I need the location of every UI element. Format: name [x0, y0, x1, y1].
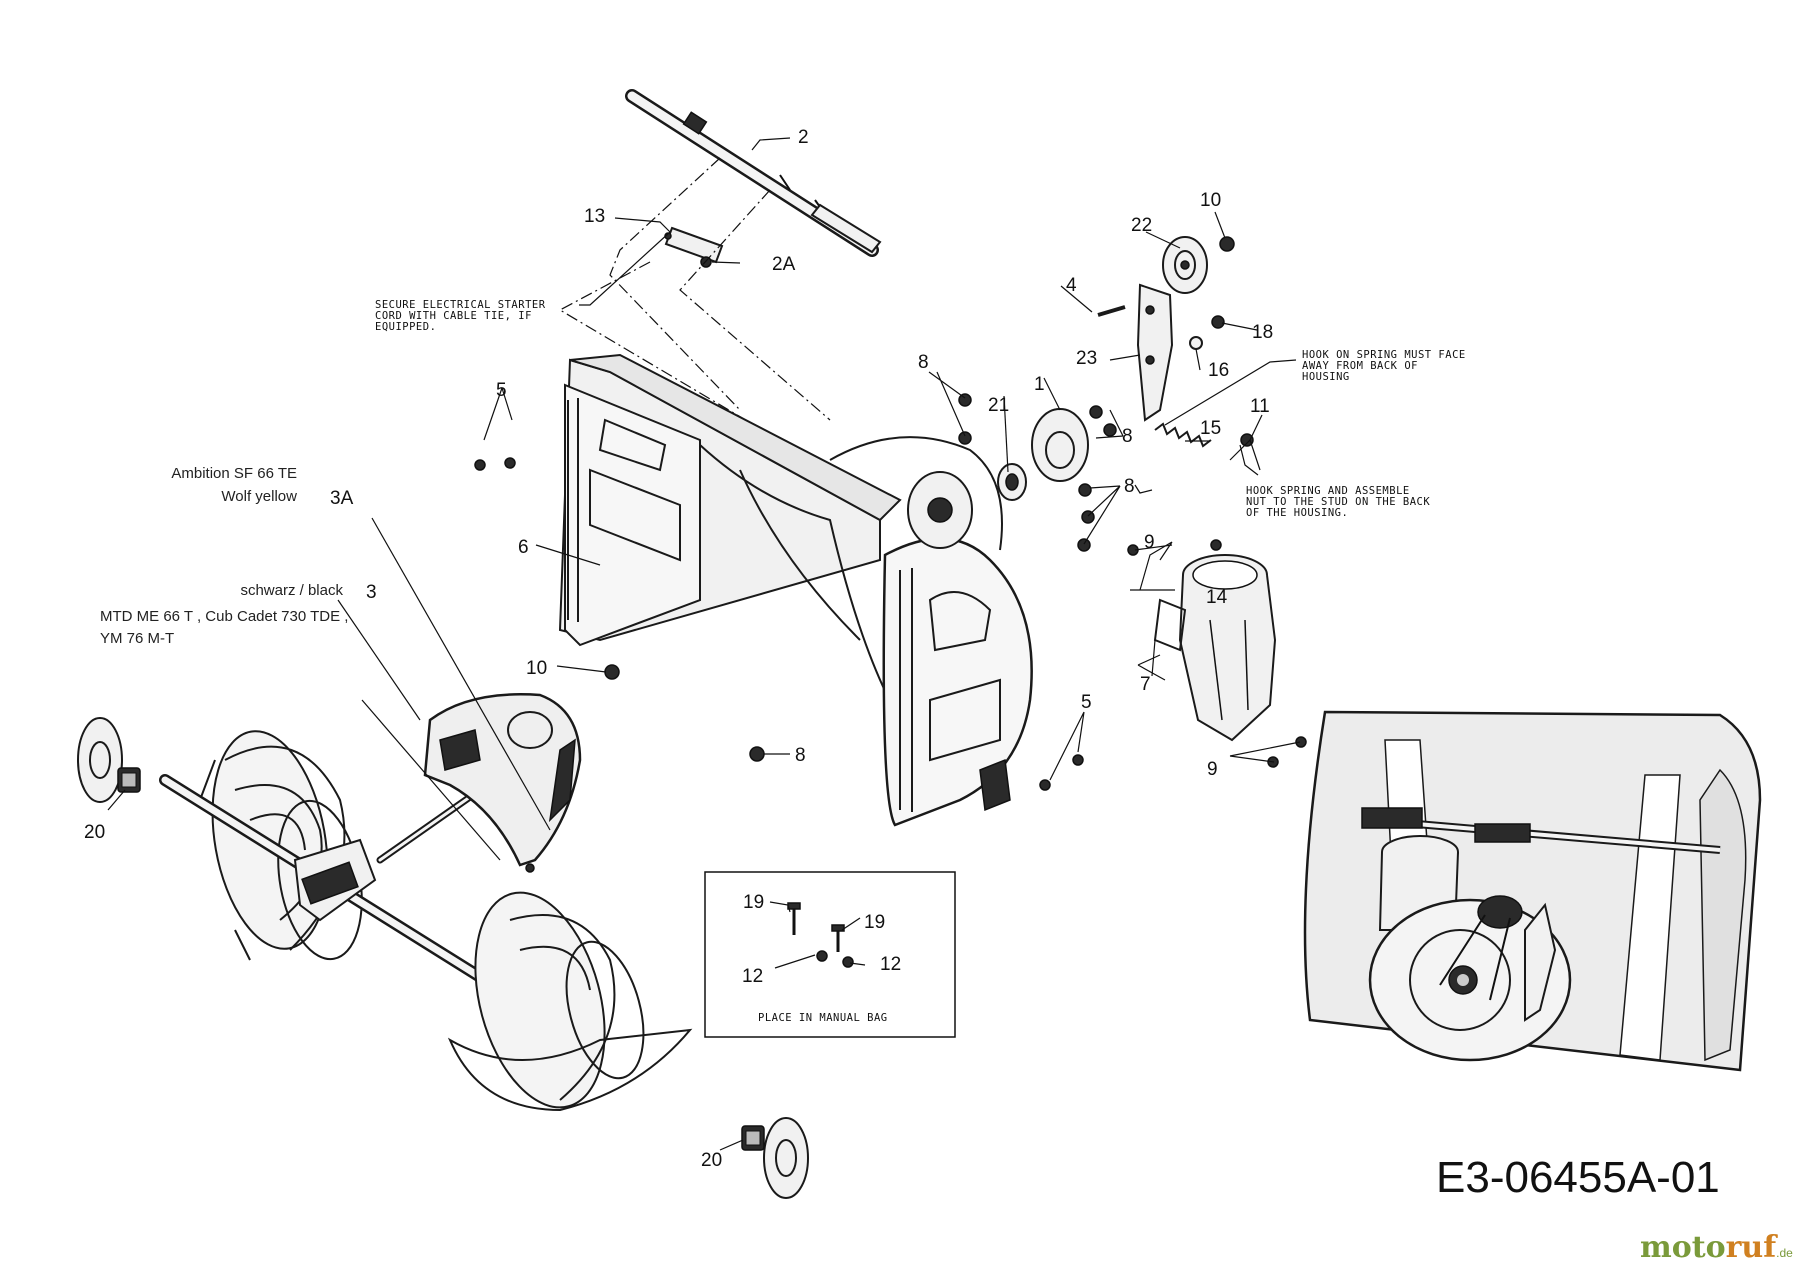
- hardware-bolts-nuts: [474, 236, 1307, 791]
- note-spring-face: HOOK ON SPRING MUST FACE AWAY FROM BACK …: [1302, 349, 1466, 383]
- variant-3-models: MTD ME 66 T , Cub Cadet 730 TDE ,: [100, 608, 348, 625]
- manual-bag-inset: [704, 871, 956, 1038]
- callout-12-left: 12: [742, 966, 763, 987]
- callout-8-top: 8: [918, 352, 929, 373]
- hub-left-part: [77, 717, 141, 803]
- drawing-number: E3-06455A-01: [1436, 1153, 1720, 1202]
- callout-20-bottom: 20: [701, 1150, 722, 1171]
- callout-21: 21: [988, 395, 1009, 416]
- auger-housing-part: [558, 353, 1033, 827]
- note-line: NUT TO THE STUD ON THE BACK: [1246, 496, 1430, 508]
- callout-22: 22: [1131, 215, 1152, 236]
- callout-16: 16: [1208, 360, 1229, 381]
- idler-bracket-part: [1136, 283, 1174, 422]
- callout-13: 13: [584, 206, 605, 227]
- note-line: CORD WITH CABLE TIE, IF: [375, 310, 532, 322]
- callout-2a: 2A: [772, 254, 796, 275]
- callout-8-bottom: 8: [795, 745, 806, 766]
- hub-right-part: [741, 1117, 809, 1199]
- assembled-view: [1303, 710, 1762, 1072]
- note-line: AWAY FROM BACK OF: [1302, 360, 1418, 372]
- callout-5-left: 5: [496, 380, 507, 401]
- chute-adapter-part: [1153, 554, 1277, 742]
- callout-9-top: 9: [1144, 532, 1155, 553]
- note-spring-hook: HOOK SPRING AND ASSEMBLE NUT TO THE STUD…: [1246, 485, 1430, 519]
- svg-text:motoruf.de: motoruf.de: [1640, 1230, 1793, 1265]
- callout-labels: 2 13 2A 10 22 4 18 23 16 1 21 8 8 8 15 1…: [84, 127, 1273, 1171]
- variant-3-models-cont: YM 76 M-T: [100, 630, 174, 647]
- callout-8-right-upper: 8: [1122, 426, 1133, 447]
- bearing-flange-part: [1031, 408, 1089, 482]
- variant-labels: Ambition SF 66 TE Wolf yellow schwarz / …: [100, 465, 348, 647]
- note-line: HOUSING: [1302, 371, 1350, 383]
- logo-suffix: .de: [1776, 1246, 1793, 1260]
- callout-14: 14: [1206, 587, 1228, 608]
- callout-7: 7: [1140, 674, 1151, 695]
- logo-part-1: moto: [1640, 1230, 1726, 1265]
- bearing-part: [997, 463, 1027, 501]
- callout-19-left: 19: [743, 892, 764, 913]
- callout-12-right: 12: [880, 954, 901, 975]
- callout-4: 4: [1066, 275, 1077, 296]
- callout-3a: 3A: [330, 488, 354, 509]
- callout-20-left: 20: [84, 822, 105, 843]
- variant-3a-model: Ambition SF 66 TE: [171, 465, 297, 482]
- note-line: HOOK SPRING AND ASSEMBLE: [1246, 485, 1410, 497]
- callout-2: 2: [798, 127, 809, 148]
- note-manual-bag: PLACE IN MANUAL BAG: [758, 1012, 888, 1024]
- variant-3-color: schwarz / black: [240, 582, 343, 599]
- callout-23: 23: [1076, 348, 1097, 369]
- callout-5-right: 5: [1081, 692, 1092, 713]
- leader-lines: [107, 137, 1301, 1151]
- note-line: SECURE ELECTRICAL STARTER: [375, 299, 546, 311]
- callout-1: 1: [1034, 374, 1045, 395]
- callout-10-left: 10: [526, 658, 547, 679]
- note-line: OF THE HOUSING.: [1246, 507, 1348, 519]
- callout-19-right: 19: [864, 912, 885, 933]
- note-line: EQUIPPED.: [375, 321, 436, 333]
- callout-10-top: 10: [1200, 190, 1221, 211]
- callout-6: 6: [518, 537, 529, 558]
- motoruf-logo: motoruf.de: [1640, 1230, 1793, 1265]
- auger-shaft-part: [625, 89, 882, 257]
- callout-11: 11: [1250, 396, 1270, 417]
- gear-housing-cover-part: [423, 693, 582, 873]
- gearbox-part: [293, 838, 377, 922]
- variant-3a-color: Wolf yellow: [221, 488, 297, 505]
- note-line: HOOK ON SPRING MUST FACE: [1302, 349, 1466, 361]
- bearing-bracket-part: [664, 226, 724, 268]
- logo-part-2: ruf: [1726, 1230, 1779, 1265]
- callout-18: 18: [1252, 322, 1273, 343]
- callout-9-bottom: 9: [1207, 759, 1218, 780]
- right-auger-flights: [447, 891, 693, 1112]
- callout-15: 15: [1200, 418, 1221, 439]
- callout-3: 3: [366, 582, 377, 603]
- note-cable-tie: SECURE ELECTRICAL STARTER CORD WITH CABL…: [375, 299, 546, 333]
- idler-pulley-part: [1162, 236, 1208, 294]
- callout-8-right-lower: 8: [1124, 476, 1135, 497]
